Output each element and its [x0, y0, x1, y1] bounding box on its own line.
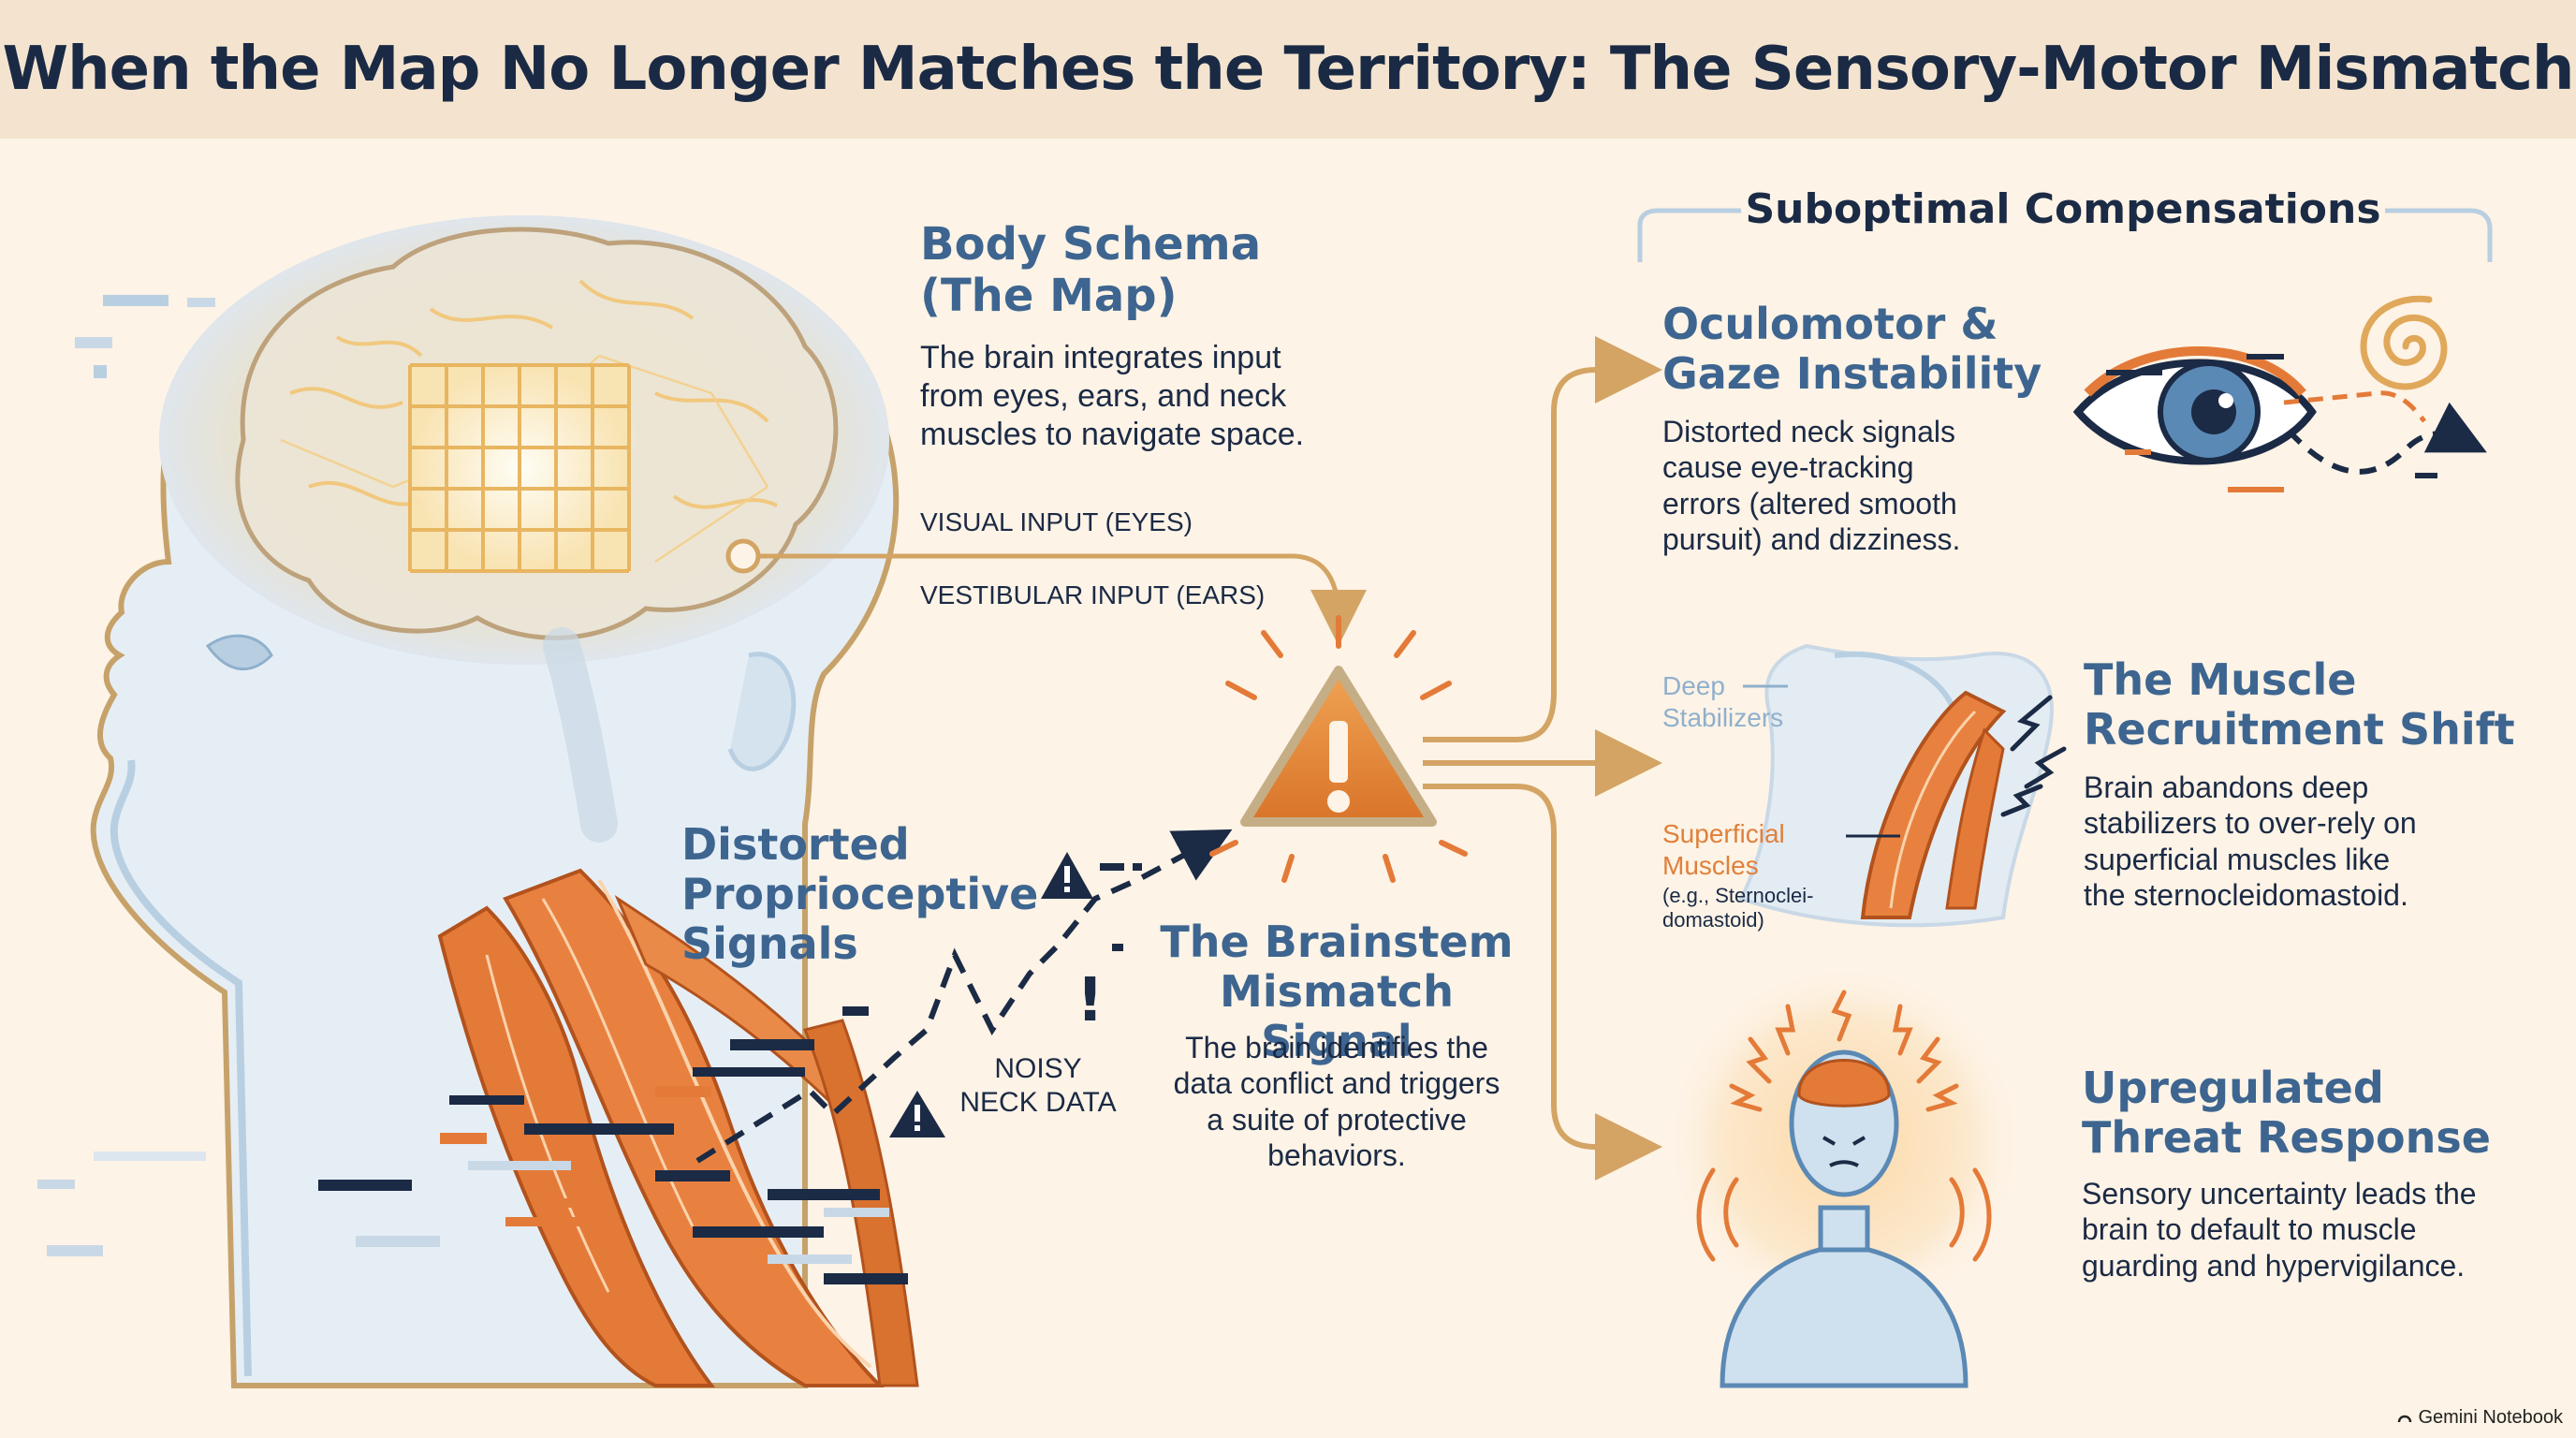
gemini-logo-icon	[2398, 1415, 2412, 1422]
proprioceptive-heading-line: Signals	[681, 917, 858, 969]
body-schema-text-line: The brain integrates input	[920, 340, 1281, 375]
footer-brand: Gemini Notebook	[2397, 1407, 2563, 1429]
title-bar: When the Map No Longer Matches the Terri…	[0, 0, 2576, 139]
superficial-muscles-label: Superficial Muscles	[1662, 818, 1785, 881]
threat-heading-line: Upregulated	[2082, 1063, 2384, 1113]
eg-label-line: (e.g., Sternoclei-	[1662, 884, 1814, 907]
body-schema-text: The brain integrates input from eyes, ea…	[920, 339, 1304, 453]
muscle-shift-heading: The Muscle Recruitment Shift	[2084, 655, 2515, 755]
input-connector	[758, 553, 1367, 646]
proprioceptive-heading-line: Distorted	[681, 819, 910, 870]
body-schema-heading-line: (The Map)	[920, 270, 1178, 323]
noisy-label-line: NECK DATA	[959, 1087, 1117, 1118]
deep-label-line: Stabilizers	[1662, 702, 1784, 732]
noisy-signal-path	[695, 829, 1233, 1164]
sternocleidomastoid-note: (e.g., Sternoclei- domastoid)	[1662, 884, 1813, 933]
signal-noise-icon	[37, 295, 908, 1284]
compensation-connectors	[1423, 336, 1662, 1181]
oculomotor-heading-line: Gaze Instability	[1662, 347, 2042, 399]
brainstem-text: The brain identifies the data conflict a…	[1140, 1030, 1533, 1174]
oculomotor-heading-line: Oculomotor &	[1662, 299, 1998, 349]
brainstem-text-line: behaviors.	[1267, 1138, 1406, 1173]
eg-label-line: domastoid)	[1662, 908, 1764, 932]
muscle-shift-text: Brain abandons deep stabilizers to over-…	[2084, 770, 2417, 914]
oculomotor-text: Distorted neck signals cause eye-trackin…	[1662, 414, 1960, 558]
eye-icon	[2072, 346, 2487, 492]
muscle-heading-line: Recruitment Shift	[2084, 703, 2515, 755]
page-title: When the Map No Longer Matches the Terri…	[2, 35, 2575, 104]
proprioceptive-heading-line: Proprioceptive	[681, 868, 1039, 919]
threat-heading: Upregulated Threat Response	[2082, 1064, 2491, 1163]
brainstem-text-line: The brain identifies the	[1185, 1031, 1488, 1064]
small-warning-icon	[1041, 852, 1142, 899]
neck-muscle-icon	[1738, 643, 2067, 928]
small-warning-icon	[889, 1091, 945, 1137]
muscle-text-line: Brain abandons deep	[2084, 770, 2369, 804]
lightning-icon	[2000, 695, 2067, 817]
muscle-text-line: superficial muscles like	[2084, 842, 2391, 876]
muscle-text-line: the sternocleidomastoid.	[2084, 878, 2408, 913]
oculomotor-heading: Oculomotor & Gaze Instability	[1662, 300, 2042, 399]
oculomotor-text-line: cause eye-tracking	[1662, 450, 1914, 485]
muscle-heading-line: The Muscle	[2084, 654, 2357, 705]
body-schema-heading: Body Schema (The Map)	[920, 218, 1262, 323]
brainstem-heading-line: The Brainstem	[1160, 917, 1514, 967]
proprioceptive-heading: Distorted Proprioceptive Signals	[681, 820, 1038, 969]
superficial-label-line: Muscles	[1662, 850, 1759, 880]
muscle-text-line: stabilizers to over-rely on	[2084, 806, 2417, 841]
brainstem-heading: The Brainstem Mismatch Signal	[1149, 917, 1524, 1066]
lightning-icon	[1729, 990, 1959, 1112]
compensations-title: Suboptimal Compensations	[1745, 185, 2381, 233]
exclamation-icon: !	[1076, 966, 1104, 1035]
oculomotor-text-line: Distorted neck signals	[1662, 415, 1956, 448]
map-grid-icon	[408, 363, 631, 573]
body-schema-text-line: muscles to navigate space.	[920, 416, 1305, 452]
deep-label-line: Deep	[1662, 671, 1725, 700]
spiral-icon	[2360, 295, 2448, 390]
brain-icon	[1797, 1059, 1891, 1108]
threat-heading-line: Threat Response	[2082, 1111, 2491, 1163]
threat-text-line: guarding and hypervigilance.	[2082, 1248, 2466, 1283]
brain-icon	[159, 215, 889, 665]
noisy-neck-data-label: NOISY NECK DATA	[959, 1052, 1118, 1120]
body-schema-text-line: from eyes, ears, and neck	[920, 377, 1287, 414]
person-stress-icon	[1666, 964, 2022, 1388]
superficial-label-line: Superficial	[1662, 819, 1785, 848]
deep-stabilizers-label: Deep Stabilizers	[1662, 670, 1783, 733]
brainstem-text-line: a suite of protective	[1207, 1102, 1467, 1137]
footer-text: Gemini Notebook	[2418, 1407, 2563, 1428]
brainstem-heading-line: Mismatch Signal	[1220, 965, 1454, 1066]
threat-text: Sensory uncertainty leads the brain to d…	[2082, 1176, 2477, 1284]
connector-node	[725, 538, 761, 574]
noisy-label-line: NOISY	[994, 1053, 1082, 1084]
threat-text-line: brain to default to muscle	[2082, 1212, 2417, 1247]
body-schema-heading-line: Body Schema	[920, 218, 1262, 271]
visual-input-label: VISUAL INPUT (EYES)	[920, 507, 1193, 536]
oculomotor-text-line: pursuit) and dizziness.	[1662, 522, 1961, 557]
bracket-divider	[1637, 208, 2493, 262]
warning-triangle-icon	[1209, 615, 1468, 883]
threat-text-line: Sensory uncertainty leads the	[2082, 1177, 2477, 1211]
vestibular-input-label: VESTIBULAR INPUT (EARS)	[920, 580, 1266, 609]
brainstem-text-line: data conflict and triggers	[1173, 1066, 1500, 1101]
oculomotor-text-line: errors (altered smooth	[1662, 486, 1957, 521]
